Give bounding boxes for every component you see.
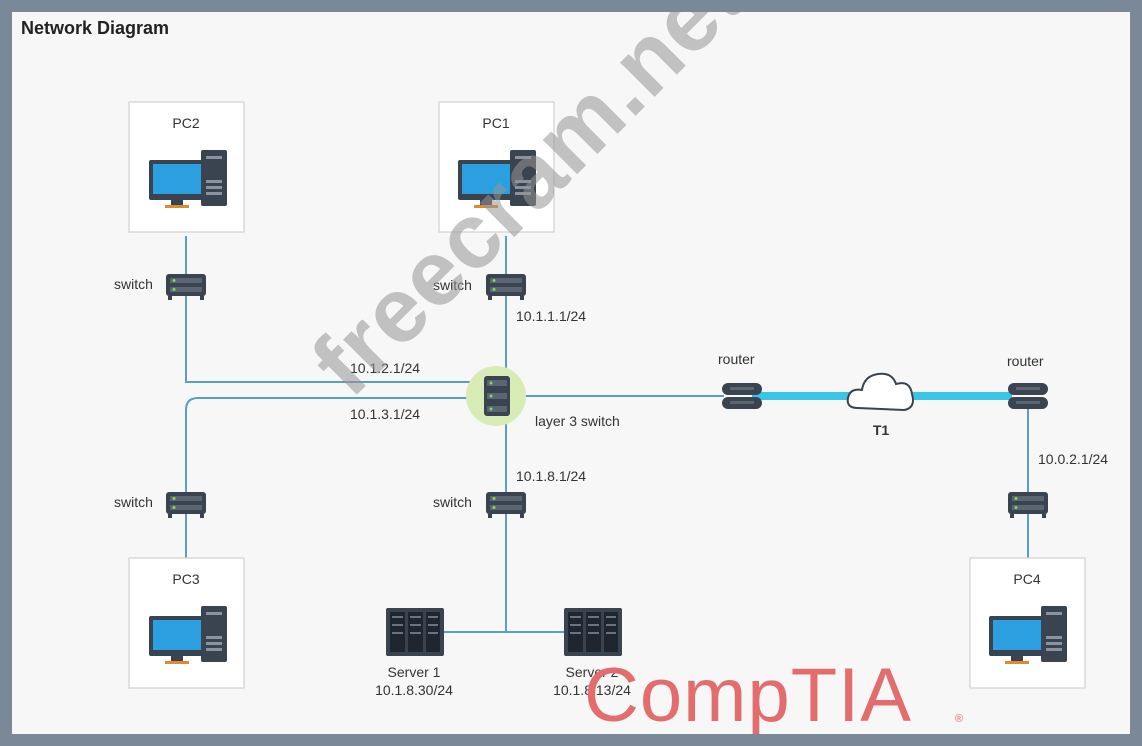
router-left-label: router [718,351,755,367]
pc2-card[interactable]: PC2 [128,101,245,233]
link-l3-switch-pc3 [185,397,506,560]
router-left[interactable]: router [718,351,762,409]
switch-servers-label: switch [433,494,472,510]
pc1-label: PC1 [482,115,509,131]
pc4-label: PC4 [1013,571,1040,587]
layer3-switch-icon [484,376,510,416]
pc2-label: PC2 [172,115,199,131]
server-icon [564,608,622,656]
ip-vlan1: 10.1.1.1/24 [516,308,586,324]
switch-pc2[interactable]: switch [114,274,206,300]
registered-mark: ® [955,713,964,725]
server-1[interactable]: Server 1 10.1.8.30/24 [375,608,453,698]
layer3-switch-label: layer 3 switch [535,413,620,429]
ip-remote: 10.0.2.1/24 [1038,451,1108,467]
server1-name: Server 1 [388,664,441,680]
switch-pc3[interactable]: switch [114,492,206,518]
diagram-title: Network Diagram [21,18,170,38]
switch-pc1-label: switch [433,277,472,293]
server2-name: Server 2 [566,664,619,680]
ip-vlan8: 10.1.8.1/24 [516,468,586,484]
server-icon [386,608,444,656]
pc4-card[interactable]: PC4 [969,557,1086,689]
router-right-label: router [1007,353,1044,369]
pc3-card[interactable]: PC3 [128,557,245,689]
t1-label: T1 [873,422,890,438]
cloud-icon [846,372,914,412]
router-right[interactable]: router [1007,353,1048,409]
server-2[interactable]: Server 2 10.1.8.13/24 [553,608,631,698]
switch-servers[interactable]: switch [433,492,526,518]
switch-pc3-label: switch [114,494,153,510]
layer3-switch[interactable]: layer 3 switch [466,366,620,429]
switch-pc2-label: switch [114,276,153,292]
pc3-label: PC3 [172,571,199,587]
switch-pc1[interactable]: switch [433,274,526,300]
server1-ip: 10.1.8.30/24 [375,682,453,698]
router-icon [1008,383,1048,409]
network-links [185,236,1029,633]
ip-vlan3: 10.1.3.1/24 [350,406,420,422]
ip-vlan2: 10.1.2.1/24 [350,360,420,376]
t1-cloud: T1 [846,372,914,438]
comptia-logo: CompTIA [584,653,912,734]
diagram-canvas: Network Diagram [12,12,1130,734]
pc1-card[interactable]: PC1 [438,101,555,233]
server2-ip: 10.1.8.13/24 [553,682,631,698]
network-diagram: PC2 PC1 PC3 PC4 switch switch [114,101,1108,698]
